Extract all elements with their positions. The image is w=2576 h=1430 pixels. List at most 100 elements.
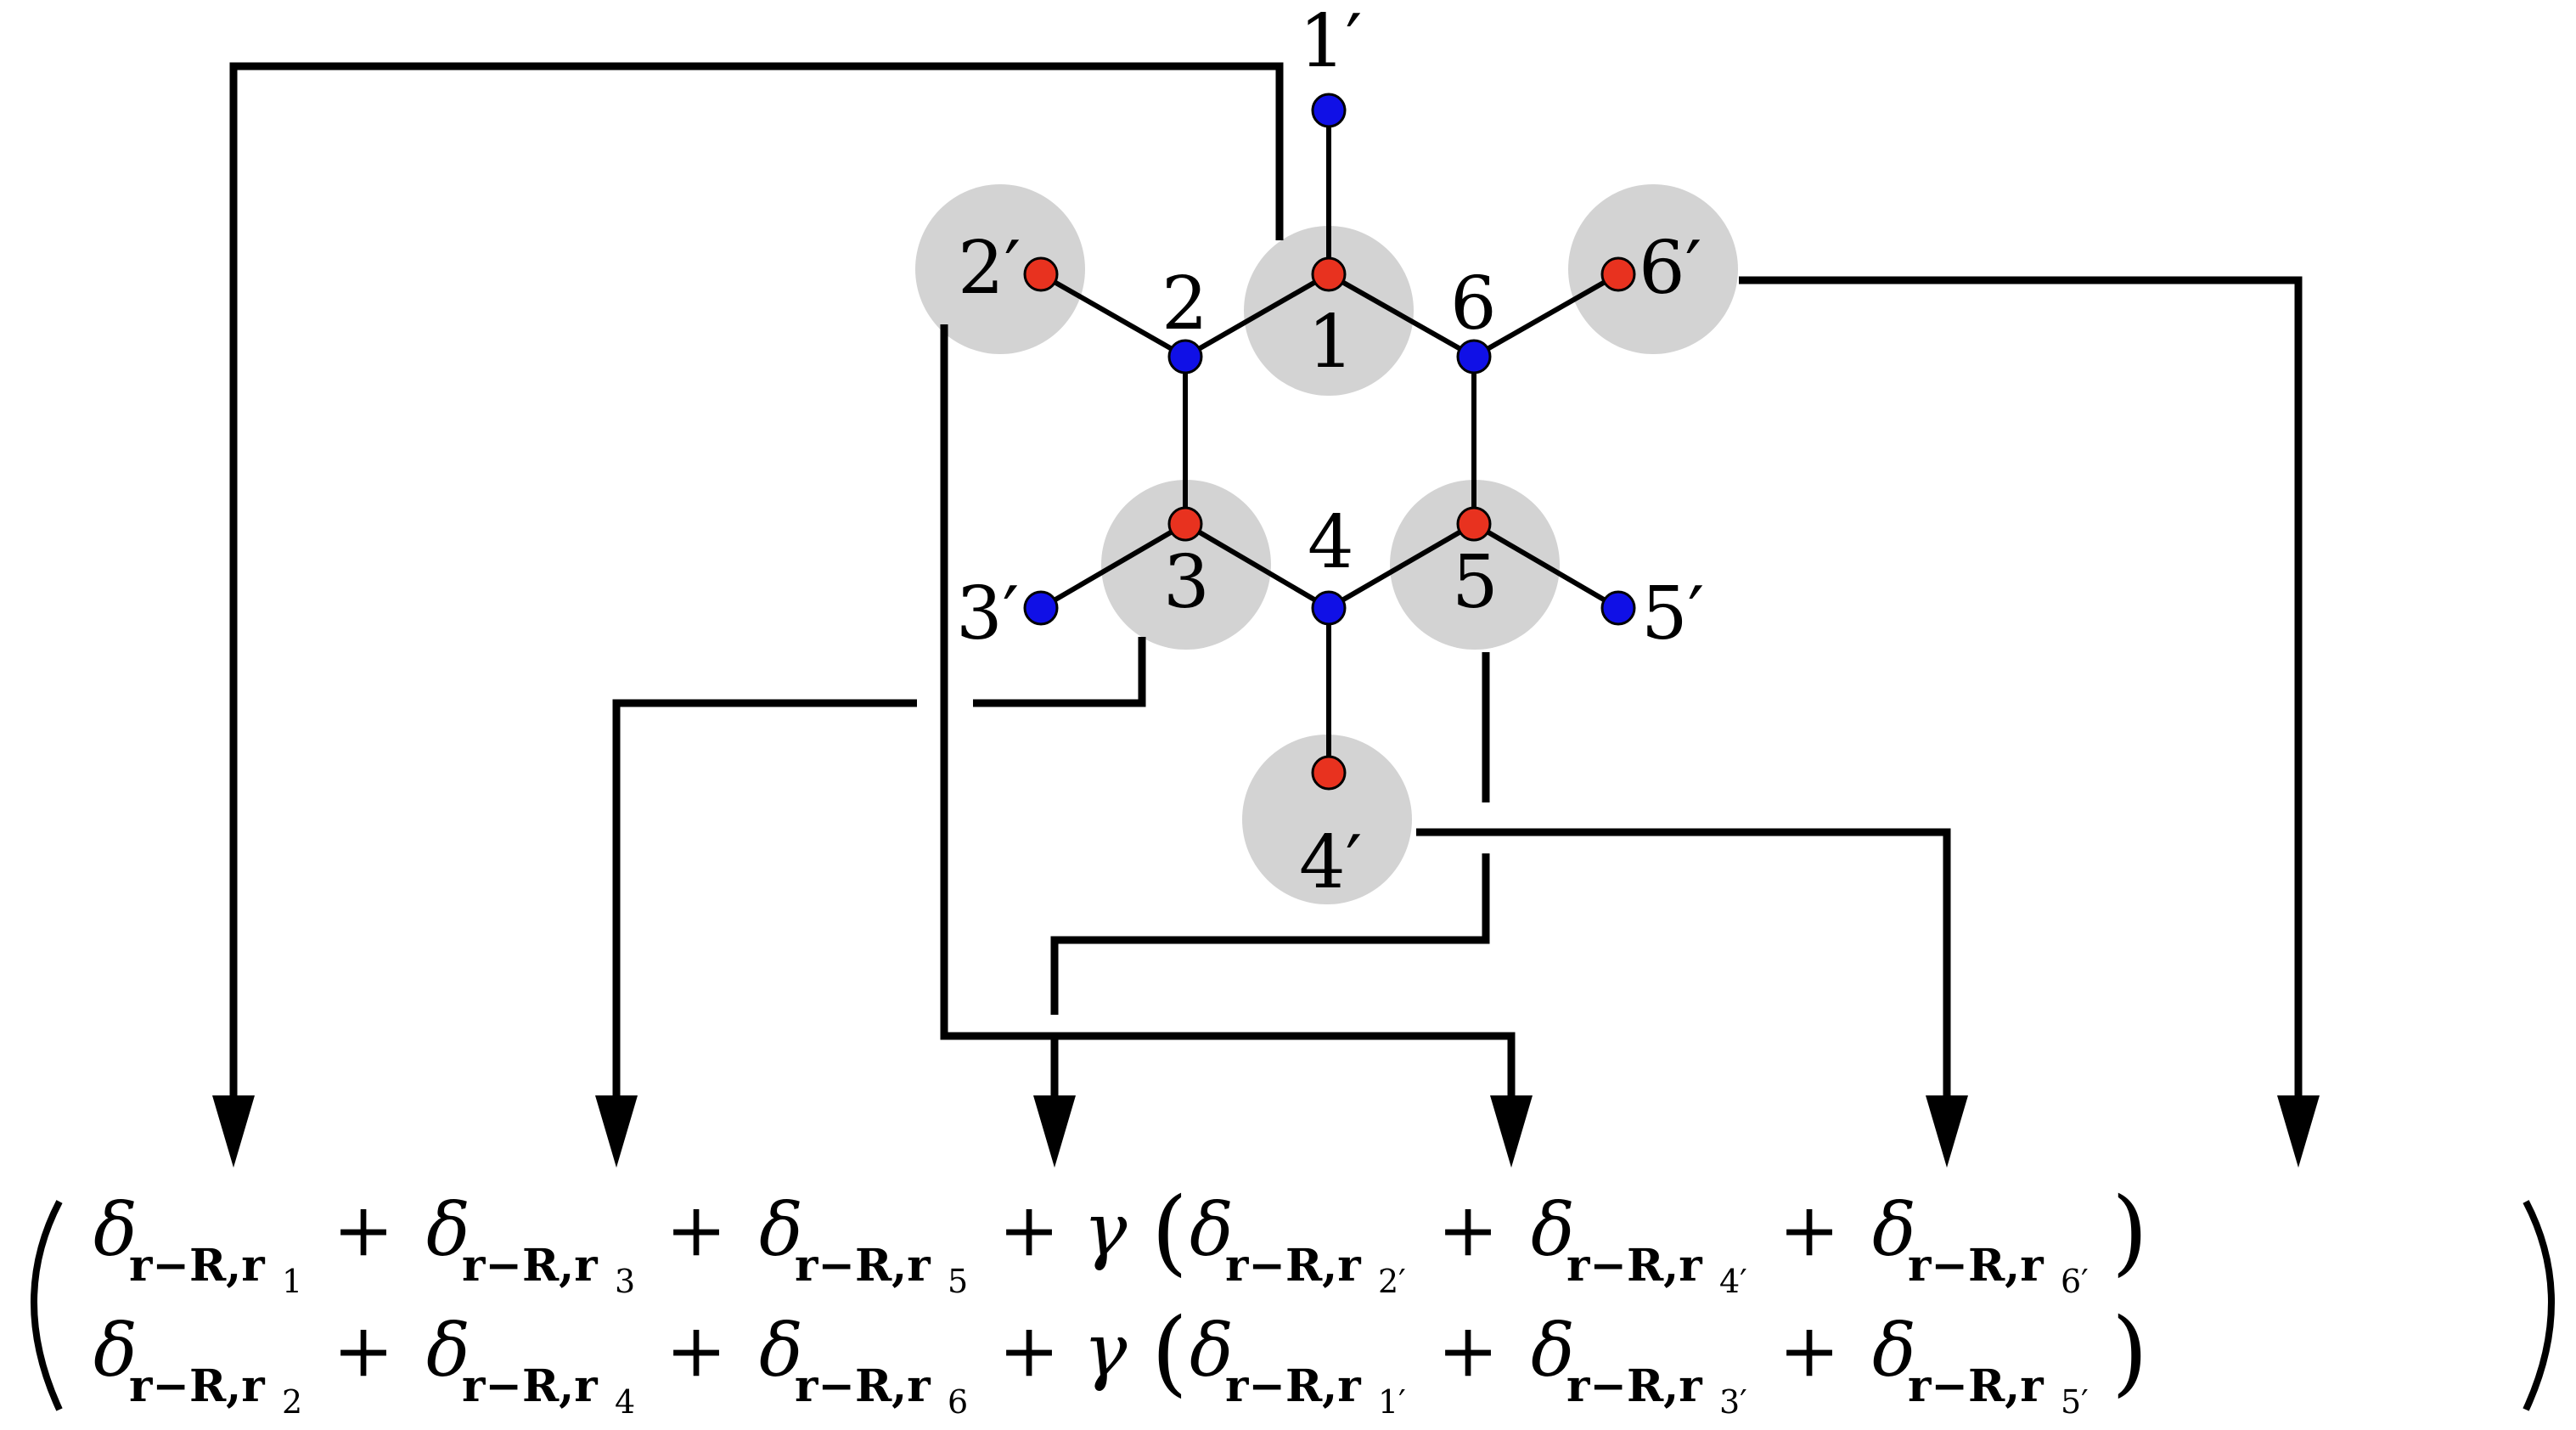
plus-sign: + [666,1188,727,1273]
arrow-head-term-5 [1033,1095,1076,1168]
plus-sign: + [666,1309,727,1393]
row1-gamma-term-3: δr−R,r 6′ [1872,1188,2089,1300]
label-site-5: 5 [1452,540,1499,625]
label-site-1p: 1′ [1299,0,1362,84]
label-site-3p: 3′ [956,571,1019,656]
lattice-sites [1023,93,1636,791]
open-paren: ( [1151,1298,1188,1406]
delta-symbol: δ [93,1309,138,1393]
left-bracket [31,1200,63,1411]
delta-subscript: r−R,r [1908,1360,2044,1412]
arrow-head-term-1 [212,1095,255,1168]
plus-sign: + [333,1309,394,1393]
delta-subscript: r−R,r [129,1240,265,1292]
delta-symbol: δ [1872,1309,1916,1393]
subscript-index: 3′ [1719,1383,1747,1421]
delta-subscript: r−R,r [1566,1240,1702,1292]
plus-sign: + [1779,1309,1840,1393]
matrix-brackets [31,1200,2555,1411]
label-site-6: 6 [1450,262,1497,346]
subscript-index: 4 [615,1383,635,1421]
gamma-symbol: γ [1083,1188,1128,1273]
delta-symbol: δ [1190,1309,1234,1393]
row2-gamma-term-3: δr−R,r 5′ [1872,1309,2089,1421]
delta-subscript: r−R,r [1225,1240,1361,1292]
site-3-dot [1167,506,1203,542]
label-site-4p: 4′ [1299,820,1362,905]
site-2p-dot [1023,256,1059,292]
delta-symbol: δ [93,1188,138,1273]
delta-subscript: r−R,r [462,1240,598,1292]
delta-symbol: δ [426,1188,470,1273]
site-2-dot [1167,339,1203,374]
highlight-3 [1101,480,1271,650]
arrow-head-term-3 [595,1095,638,1168]
subscript-index: 6 [948,1383,968,1421]
row2-term-3: δr−R,r 6 [759,1309,968,1421]
site-4p-dot [1311,755,1347,791]
highlight-1 [1244,226,1414,396]
close-paren: ) [2112,1177,2148,1286]
delta-subscript: r−R,r [1225,1360,1361,1412]
subscript-index: 1′ [1378,1383,1406,1421]
subscript-index: 5′ [2061,1383,2089,1421]
arrow-head-term-6p [2277,1095,2320,1168]
delta-symbol: δ [1872,1188,1916,1273]
label-site-1: 1 [1308,300,1354,385]
row2-gamma-term-1: δr−R,r 1′ [1190,1309,1406,1421]
gamma-symbol: γ [1083,1309,1128,1393]
plus-sign: + [998,1188,1060,1273]
delta-subscript: r−R,r [795,1240,931,1292]
delta-symbol: δ [759,1309,803,1393]
site-4-dot [1311,590,1347,626]
row2-gamma-term-2: δr−R,r 3′ [1531,1309,1747,1421]
arrow-head-term-2p [1490,1095,1533,1168]
site-1p-dot [1311,93,1347,128]
arrow-head-term-4p [1926,1095,1968,1168]
row1-gamma-term-1: δr−R,r 2′ [1190,1188,1406,1300]
delta-symbol: δ [1531,1309,1575,1393]
label-site-6p: 6′ [1639,226,1701,311]
highlight-5 [1390,480,1560,650]
routing-lines [229,62,2303,1095]
label-site-2p: 2′ [958,226,1021,311]
subscript-index: 2′ [1378,1263,1406,1300]
subscript-index: 6′ [2061,1263,2089,1300]
site-1-dot [1311,256,1347,292]
site-5p-dot [1600,590,1636,626]
plus-sign: + [1779,1188,1840,1273]
site-6p-dot [1600,256,1636,292]
plus-sign: + [1437,1188,1499,1273]
highlight-6p [1568,184,1738,354]
lattice-bonds [1039,110,1620,773]
delta-subscript: r−R,r [1566,1360,1702,1412]
plus-sign: + [1437,1309,1499,1393]
highlight-2p [915,184,1085,354]
subscript-index: 1 [282,1263,302,1300]
delta-subscript: r−R,r [795,1360,931,1412]
plus-sign: + [998,1309,1060,1393]
site-3p-dot [1023,590,1059,626]
highlight-discs [915,184,1738,904]
delta-symbol: δ [1190,1188,1234,1273]
plus-sign: + [333,1188,394,1273]
site-6-dot [1456,339,1492,374]
highlight-4p [1242,735,1412,904]
label-site-4: 4 [1308,500,1354,585]
site-5-dot [1456,506,1492,542]
right-bracket [2523,1200,2555,1411]
delta-subscript: r−R,r [1908,1240,2044,1292]
open-paren: ( [1151,1177,1188,1286]
subscript-index: 2 [282,1383,302,1421]
subscript-index: 4′ [1719,1263,1747,1300]
subscript-index: 5 [948,1263,968,1300]
label-site-3: 3 [1163,540,1210,625]
delta-subscript: r−R,r [129,1360,265,1412]
row1-term-1: δr−R,r 1 [93,1188,302,1300]
label-site-2: 2 [1161,262,1208,346]
